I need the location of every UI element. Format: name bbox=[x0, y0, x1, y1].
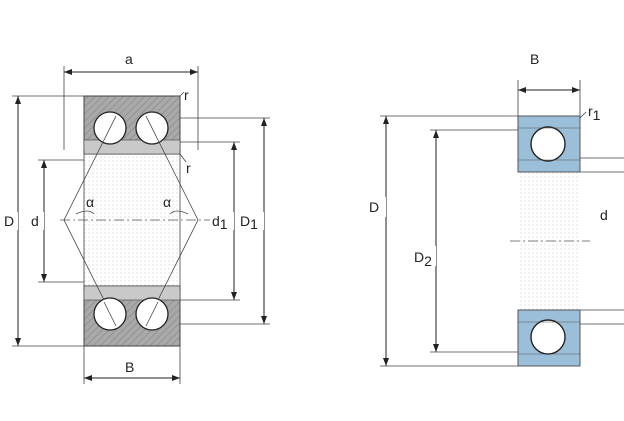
left-contact-line-right bbox=[157, 139, 199, 301]
right-bottom-ball bbox=[530, 319, 566, 355]
label-B-right: B bbox=[530, 51, 539, 67]
label-D2: D2 bbox=[414, 249, 432, 269]
label-r1: r1 bbox=[588, 103, 601, 123]
label-D: D bbox=[4, 213, 14, 229]
right-bearing-drawing: d B r1 D D2 bbox=[368, 51, 624, 367]
left-bottom-inner-ring bbox=[83, 285, 181, 301]
label-D-right: D bbox=[369, 199, 379, 215]
label-d1: d1 bbox=[212, 213, 228, 232]
label-r-top: r bbox=[184, 87, 189, 103]
label-a: a bbox=[125, 51, 133, 67]
left-contact-line-left bbox=[63, 139, 105, 301]
label-alpha-right: α bbox=[163, 194, 171, 210]
label-alpha-left: α bbox=[86, 194, 94, 210]
label-B-left: B bbox=[125, 359, 134, 375]
alpha-arc-left bbox=[75, 210, 95, 215]
label-d: d bbox=[31, 213, 39, 229]
alpha-arc-right bbox=[169, 210, 189, 215]
label-r-mid: r bbox=[186, 160, 191, 176]
right-top-ball bbox=[530, 126, 566, 162]
left-bearing-drawing: α α a r r D d d1 bbox=[4, 51, 270, 384]
label-d-right: d bbox=[600, 207, 608, 223]
right-bore-area bbox=[518, 152, 580, 314]
label-D1: D1 bbox=[240, 213, 258, 232]
